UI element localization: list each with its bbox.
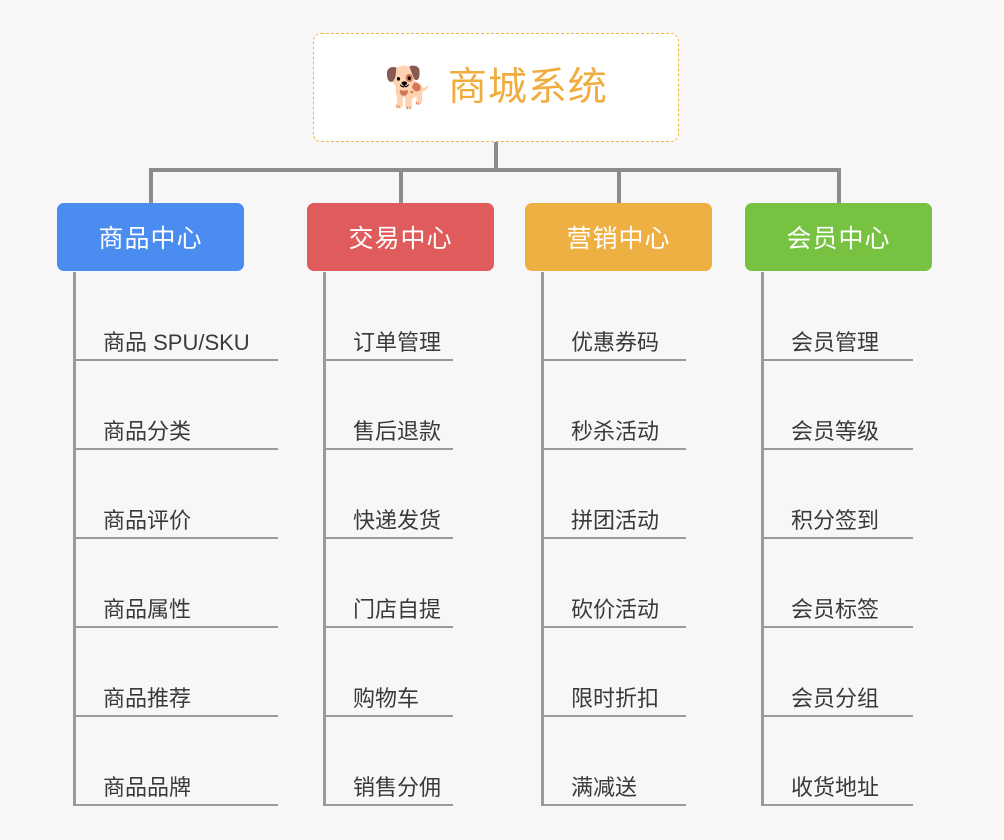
leaf-item-label: 购物车	[353, 685, 420, 711]
leaf-item-label: 砍价活动	[571, 596, 660, 622]
leaf-item-label: 秒杀活动	[571, 418, 660, 444]
leaf-item-label: 优惠券码	[571, 329, 660, 355]
category-box-2[interactable]: 交易中心	[307, 203, 494, 271]
leaf-item-label: 收货地址	[791, 774, 880, 800]
leaf-item[interactable]: 商品 SPU/SKU	[73, 272, 278, 361]
leaf-item-label: 会员标签	[791, 596, 880, 622]
leaf-item[interactable]: 商品品牌	[73, 717, 278, 806]
leaf-item[interactable]: 满减送	[541, 717, 686, 806]
category-drop-connector-2	[399, 168, 403, 203]
leaf-item[interactable]: 商品推荐	[73, 628, 278, 717]
leaf-item[interactable]: 会员分组	[761, 628, 913, 717]
category-box-4[interactable]: 会员中心	[745, 203, 932, 271]
leaf-item-label: 订单管理	[353, 329, 442, 355]
category-title: 交易中心	[348, 225, 453, 253]
category-title: 会员中心	[786, 225, 891, 253]
leaf-item[interactable]: 会员标签	[761, 539, 913, 628]
leaf-item[interactable]: 售后退款	[323, 361, 453, 450]
leaf-item[interactable]: 秒杀活动	[541, 361, 686, 450]
branch-1: 商品 SPU/SKU 商品分类商品评价商品属性商品推荐商品品牌	[73, 272, 278, 806]
branch-trunk	[323, 272, 326, 806]
leaf-item-label: 会员等级	[791, 418, 880, 444]
root-node[interactable]: 🐕 商城系统	[313, 33, 679, 142]
branch-trunk	[541, 272, 544, 806]
leaf-item-label: 商品 SPU/SKU	[103, 329, 250, 355]
category-title: 商品中心	[98, 225, 203, 253]
leaf-item-label: 门店自提	[353, 596, 442, 622]
branch-trunk	[73, 272, 76, 806]
leaf-item-label: 会员分组	[791, 685, 880, 711]
leaf-item-label: 满减送	[571, 774, 638, 800]
leaf-item[interactable]: 购物车	[323, 628, 453, 717]
branch-trunk	[761, 272, 764, 806]
leaf-item[interactable]: 门店自提	[323, 539, 453, 628]
leaf-item[interactable]: 订单管理	[323, 272, 453, 361]
leaf-item[interactable]: 会员等级	[761, 361, 913, 450]
leaf-item[interactable]: 优惠券码	[541, 272, 686, 361]
leaf-item[interactable]: 会员管理	[761, 272, 913, 361]
leaf-item-label: 拼团活动	[571, 507, 660, 533]
leaf-item-label: 商品分类	[103, 418, 192, 444]
leaf-item[interactable]: 砍价活动	[541, 539, 686, 628]
branch-2: 订单管理售后退款快递发货门店自提购物车销售分佣	[323, 272, 453, 806]
leaf-item-label: 商品品牌	[103, 774, 192, 800]
leaf-item[interactable]: 拼团活动	[541, 450, 686, 539]
leaf-item-label: 限时折扣	[571, 685, 660, 711]
root-stem-connector	[494, 142, 498, 172]
leaf-item[interactable]: 销售分佣	[323, 717, 453, 806]
leaf-item-label: 商品评价	[103, 507, 192, 533]
category-drop-connector-3	[617, 168, 621, 203]
leaf-item[interactable]: 商品分类	[73, 361, 278, 450]
leaf-item[interactable]: 限时折扣	[541, 628, 686, 717]
leaf-item-label: 售后退款	[353, 418, 442, 444]
category-box-3[interactable]: 营销中心	[525, 203, 712, 271]
branch-4: 会员管理会员等级积分签到会员标签会员分组收货地址	[761, 272, 913, 806]
leaf-item-label: 商品推荐	[103, 685, 192, 711]
category-drop-connector-1	[149, 168, 153, 203]
leaf-item[interactable]: 快递发货	[323, 450, 453, 539]
horizontal-bus-connector	[149, 168, 841, 172]
leaf-item-label: 商品属性	[103, 596, 192, 622]
leaf-item[interactable]: 商品属性	[73, 539, 278, 628]
category-drop-connector-4	[837, 168, 841, 203]
category-box-1[interactable]: 商品中心	[57, 203, 244, 271]
leaf-item-label: 积分签到	[791, 507, 880, 533]
leaf-item[interactable]: 积分签到	[761, 450, 913, 539]
leaf-item-label: 销售分佣	[353, 774, 442, 800]
leaf-item-label: 快递发货	[353, 507, 442, 533]
root-title: 商城系统	[447, 66, 608, 109]
category-title: 营销中心	[566, 225, 671, 253]
branch-3: 优惠券码秒杀活动拼团活动砍价活动限时折扣满减送	[541, 272, 686, 806]
shiba-dog-face-icon: 🐕	[384, 65, 434, 110]
leaf-item[interactable]: 收货地址	[761, 717, 913, 806]
leaf-item[interactable]: 商品评价	[73, 450, 278, 539]
leaf-item-label: 会员管理	[791, 329, 880, 355]
